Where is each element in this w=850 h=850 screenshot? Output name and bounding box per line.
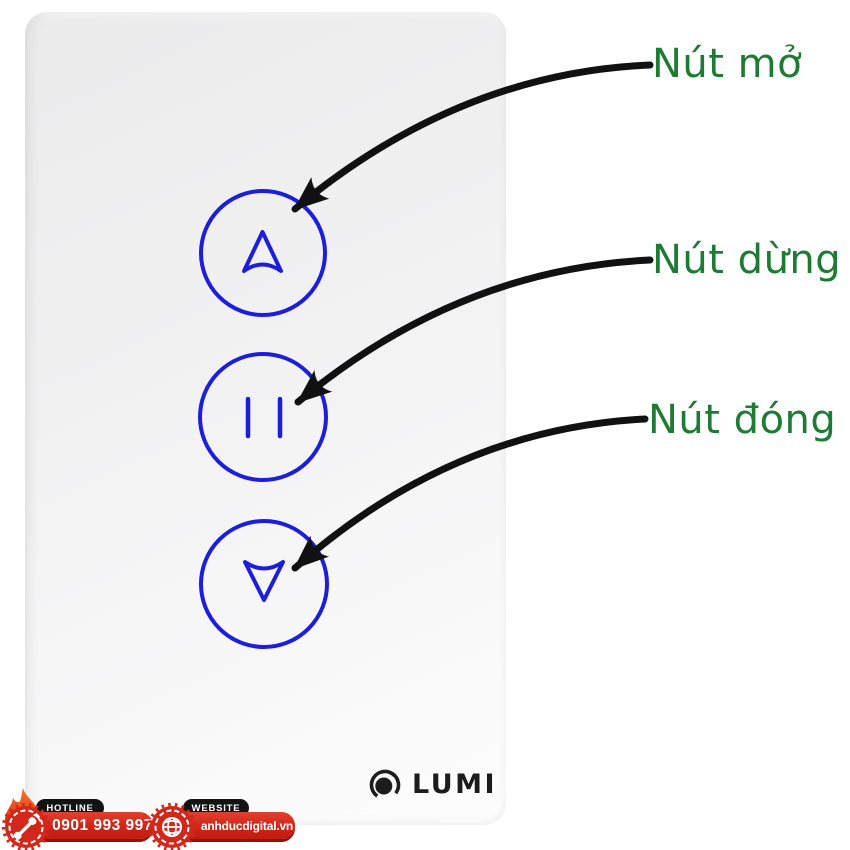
- open-button[interactable]: [199, 189, 327, 317]
- arrow-to-stop-button: [294, 256, 654, 406]
- website-url-pill: anhducdigital.vn: [167, 812, 295, 839]
- pause-icon: [245, 396, 283, 439]
- arrow-to-close-button: [291, 415, 649, 572]
- phone-icon: [1, 802, 51, 850]
- arrow-to-open-button: [291, 61, 654, 213]
- hotline-number: 0901 993 997: [52, 816, 153, 834]
- triangle-down-icon: [243, 560, 285, 602]
- lumi-logo-text: LUMI: [412, 769, 498, 800]
- globe-icon: [147, 802, 197, 850]
- label-open-button: Nút mở: [652, 41, 803, 87]
- stop-button[interactable]: [198, 352, 328, 482]
- website-url: anhducdigital.vn: [200, 818, 294, 833]
- triangle-up-icon: [242, 230, 283, 273]
- lumi-logo: LUMI: [363, 763, 497, 807]
- label-close-button: Nút đóng: [648, 397, 837, 443]
- label-stop-button: Nút dừng: [652, 237, 842, 283]
- hotline-label: HOTLINE: [46, 802, 94, 814]
- lumi-ring-dot-icon: [369, 769, 401, 801]
- switch-panel: [25, 12, 506, 825]
- website-label: WEBSITE: [191, 802, 241, 814]
- close-button[interactable]: [199, 519, 329, 649]
